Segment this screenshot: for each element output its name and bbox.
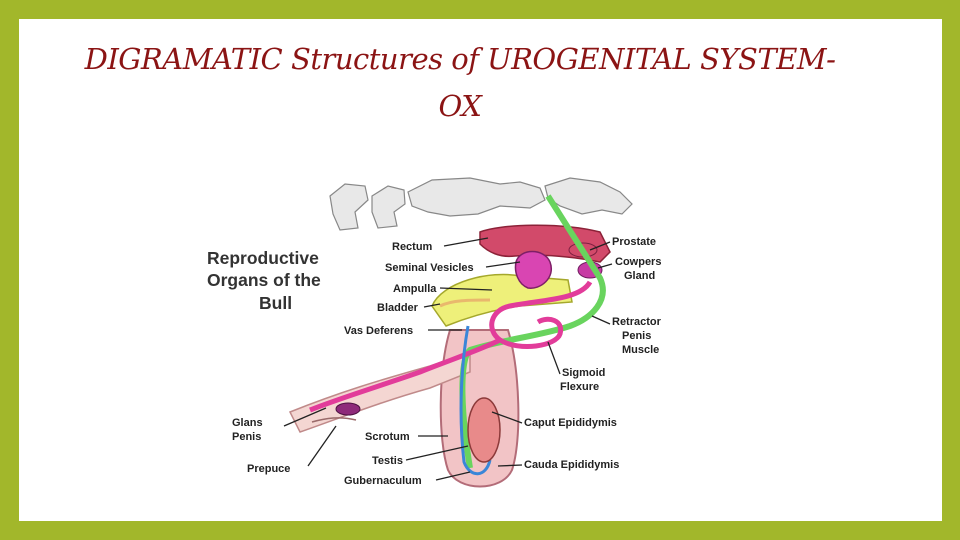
- label-penis: Penis: [232, 431, 261, 443]
- testis: [467, 397, 501, 463]
- glans-penis: [335, 402, 361, 416]
- vertebrae-pelvis: [329, 177, 633, 231]
- label-caput-epididymis: Caput Epididymis: [524, 417, 617, 429]
- label-testis: Testis: [372, 455, 403, 467]
- label-seminal-vesicles: Seminal Vesicles: [385, 262, 474, 274]
- seminal-vesicle: [514, 250, 553, 289]
- penis-sigmoid-flexure: [309, 280, 593, 413]
- label-cauda-epididymis: Cauda Epididymis: [524, 459, 619, 471]
- label-prepuce: Prepuce: [247, 463, 290, 475]
- slide-title: DIGRAMATIC Structures of UROGENITAL SYST…: [60, 36, 860, 130]
- diagram-heading-line-2: Organs of the: [207, 270, 321, 290]
- label-retractor-penis: Penis: [622, 330, 651, 342]
- label-prostate: Prostate: [612, 236, 656, 248]
- label-rectum: Rectum: [392, 241, 433, 253]
- title-line-2: OX: [438, 89, 482, 123]
- label-gubernaculum: Gubernaculum: [344, 475, 422, 487]
- leader-lines: [283, 237, 613, 481]
- label-scrotum: Scrotum: [365, 431, 410, 443]
- diagram-heading-line-1: Reproductive: [207, 248, 319, 268]
- label-flexure: Flexure: [560, 381, 599, 393]
- label-sigmoid: Sigmoid: [562, 367, 605, 379]
- label-retractor: Retractor: [612, 316, 662, 328]
- label-glans: Glans: [232, 417, 263, 429]
- diagram-heading-line-3: Bull: [259, 293, 292, 313]
- label-gland: Gland: [624, 270, 655, 282]
- label-retractor-muscle: Muscle: [622, 344, 659, 356]
- vas-deferens-upper: [439, 298, 491, 308]
- label-bladder: Bladder: [377, 302, 419, 314]
- prepuce: [311, 417, 357, 423]
- label-cowpers: Cowpers: [615, 256, 661, 268]
- label-ampulla: Ampulla: [393, 283, 437, 295]
- vas-deferens: [459, 325, 492, 476]
- retractor-penis-muscle: [459, 194, 606, 469]
- title-line-1: DIGRAMATIC Structures of UROGENITAL SYST…: [84, 42, 836, 76]
- label-vas-deferens: Vas Deferens: [344, 325, 413, 337]
